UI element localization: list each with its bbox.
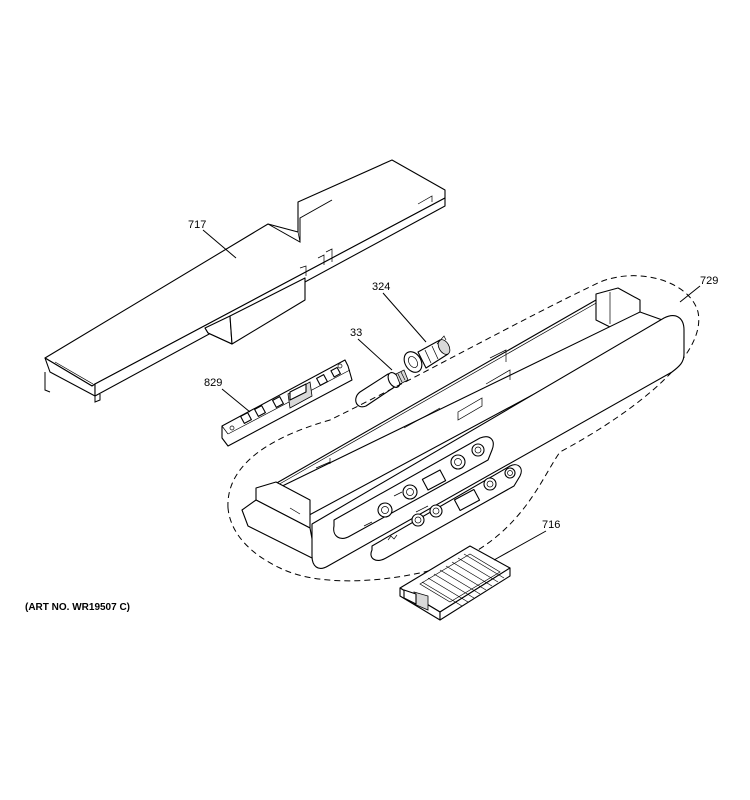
part-729-control-panel-assembly[interactable] [227,275,700,582]
callout-829: 829 [204,377,222,389]
callout-729: 729 [700,275,718,287]
part-716-vent-grille[interactable] [399,545,511,621]
callout-716: 716 [542,519,560,531]
art-number: (ART NO. WR19507 C) [25,602,130,613]
part-324-lamp-socket[interactable] [401,335,453,376]
part-717-top-cover[interactable] [44,159,446,403]
callout-33: 33 [350,327,362,339]
part-33-light-bulb[interactable] [355,369,409,408]
callout-324: 324 [372,281,390,293]
part-829-control-board[interactable] [221,359,353,447]
callout-717: 717 [188,219,206,231]
leader-lines [202,229,701,561]
